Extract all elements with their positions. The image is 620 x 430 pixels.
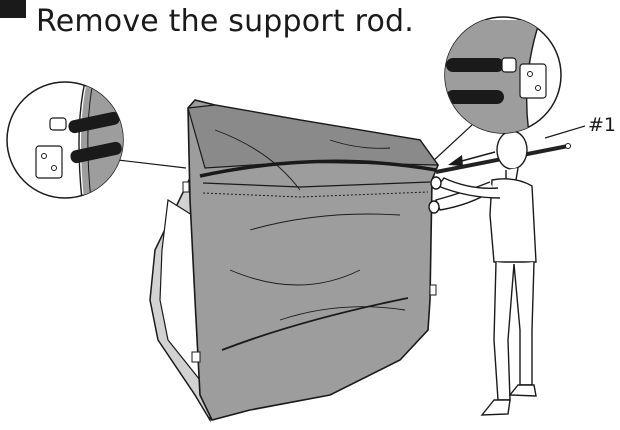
- rod-part-label: #1: [588, 114, 616, 136]
- part-label-leader: [545, 126, 585, 138]
- hinge-detail-magnifier: [7, 70, 140, 210]
- tent-body: [183, 100, 438, 420]
- person-figure: [429, 131, 536, 415]
- rod-end-detail-magnifier: [440, 17, 561, 140]
